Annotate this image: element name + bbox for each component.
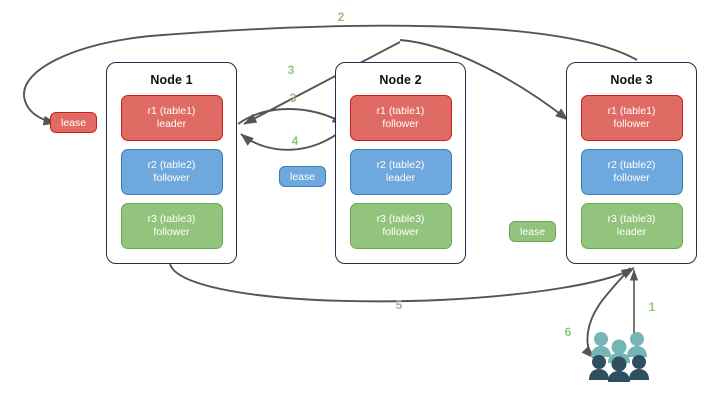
lease-badge-table1[interactable]: lease bbox=[50, 112, 98, 133]
replica-name: r1 (table1) bbox=[147, 104, 196, 117]
lease-label: lease bbox=[61, 116, 87, 129]
edge-3b-path bbox=[237, 108, 346, 125]
node-box-node2[interactable]: Node 2 r1 (table1) follower r2 (table2) … bbox=[335, 62, 466, 264]
replica-role: leader bbox=[616, 226, 647, 238]
replica-role: follower bbox=[382, 118, 419, 130]
edge-5-path bbox=[169, 263, 635, 303]
replica-name: r2 (table2) bbox=[376, 158, 425, 171]
replica-node2-r3[interactable]: r3 (table3) follower bbox=[349, 203, 452, 249]
lease-badge-table2[interactable]: lease bbox=[279, 166, 327, 187]
replica-name: r3 (table3) bbox=[376, 212, 425, 225]
edge-label-2: 2 bbox=[337, 10, 345, 24]
replica-role: follower bbox=[382, 226, 419, 238]
node-title: Node 2 bbox=[379, 73, 422, 87]
replica-node1-r2[interactable]: r2 (table2) follower bbox=[120, 149, 223, 195]
replica-name: r3 (table3) bbox=[147, 212, 196, 225]
edge-label-3a: 3 bbox=[287, 63, 295, 77]
lease-label: lease bbox=[290, 170, 316, 183]
replica-name: r2 (table2) bbox=[147, 158, 196, 171]
replica-node1-r1[interactable]: r1 (table1) leader bbox=[120, 95, 223, 141]
replica-name: r2 (table2) bbox=[607, 158, 656, 171]
replica-node1-r3[interactable]: r3 (table3) follower bbox=[120, 203, 223, 249]
edge-label-4: 4 bbox=[291, 134, 299, 148]
lease-badge-table3[interactable]: lease bbox=[509, 221, 557, 242]
replica-node3-r2[interactable]: r2 (table2) follower bbox=[580, 149, 683, 195]
edge-label-1: 1 bbox=[648, 300, 656, 314]
replica-role: follower bbox=[153, 172, 190, 184]
replica-node3-r3[interactable]: r3 (table3) leader bbox=[580, 203, 683, 249]
replica-node2-r1[interactable]: r1 (table1) follower bbox=[349, 95, 452, 141]
replica-role: follower bbox=[613, 118, 650, 130]
replica-role: leader bbox=[385, 172, 416, 184]
node-title: Node 3 bbox=[610, 73, 653, 87]
lease-label: lease bbox=[520, 225, 546, 238]
users-icon bbox=[589, 332, 649, 382]
replica-name: r3 (table3) bbox=[607, 212, 656, 225]
replica-role: leader bbox=[156, 118, 187, 130]
edge-label-6: 6 bbox=[564, 325, 572, 339]
node-box-node1[interactable]: Node 1 r1 (table1) leader r2 (table2) fo… bbox=[106, 62, 237, 264]
replica-role: follower bbox=[613, 172, 650, 184]
edge-label-3b: 3 bbox=[289, 91, 297, 105]
edge-label-5: 5 bbox=[395, 298, 403, 312]
replica-node3-r1[interactable]: r1 (table1) follower bbox=[580, 95, 683, 141]
replica-role: follower bbox=[153, 226, 190, 238]
node-box-node3[interactable]: Node 3 r1 (table1) follower r2 (table2) … bbox=[566, 62, 697, 264]
replica-name: r1 (table1) bbox=[607, 104, 656, 117]
replica-name: r1 (table1) bbox=[376, 104, 425, 117]
node-title: Node 1 bbox=[150, 73, 193, 87]
replica-node2-r2[interactable]: r2 (table2) leader bbox=[349, 149, 452, 195]
